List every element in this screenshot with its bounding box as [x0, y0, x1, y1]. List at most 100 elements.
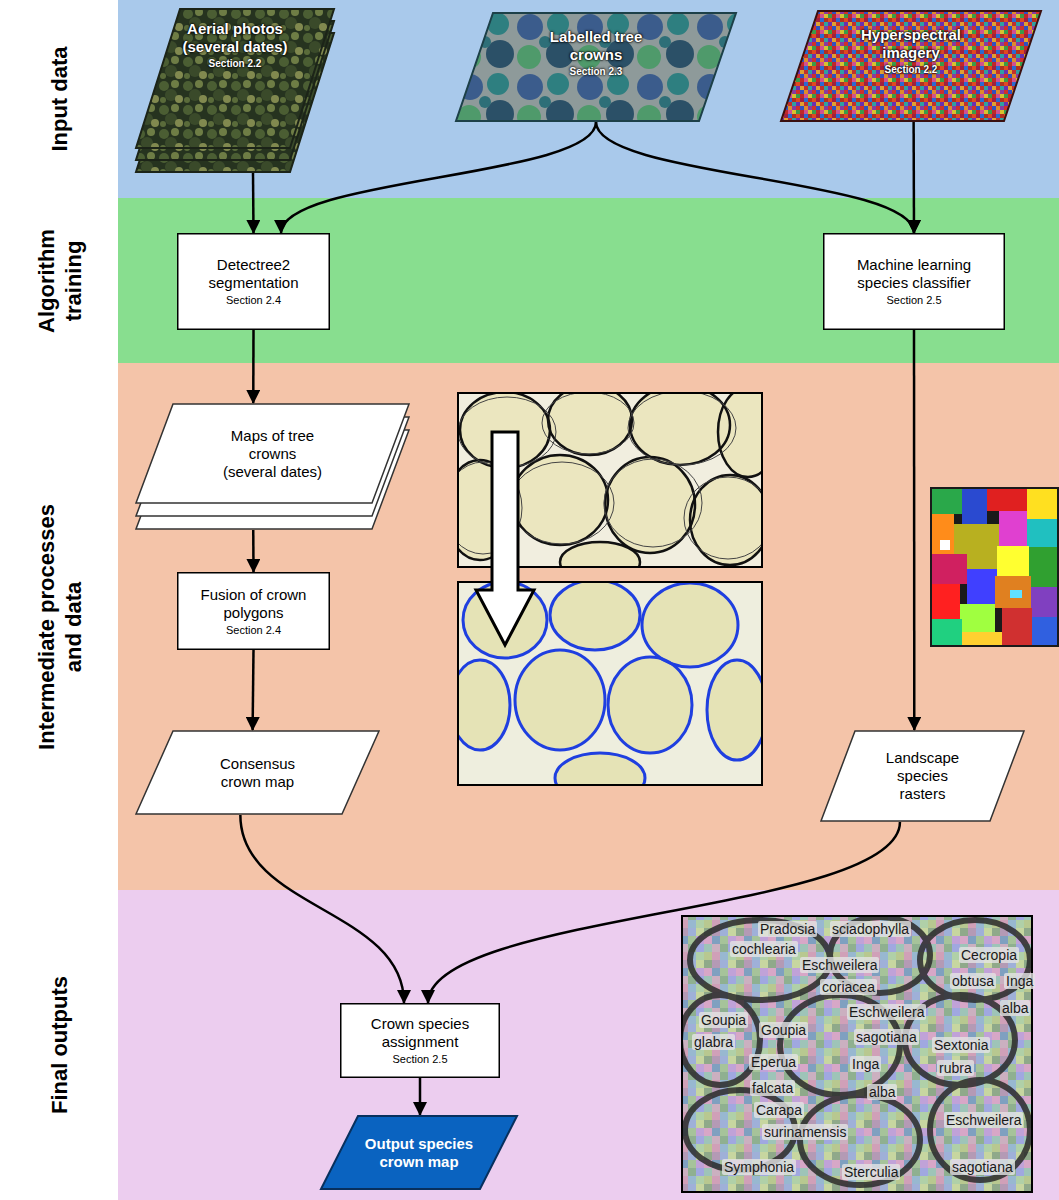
node-title: Output species crown map: [357, 1135, 482, 1171]
label-holder: sagotiana: [950, 1159, 1015, 1175]
process-box: Crown species assignmentSection 2.5: [340, 1003, 500, 1078]
data-parallelogram: Labelled tree crownsSection 2.3: [455, 12, 737, 122]
species-label: Eschweilera: [944, 1112, 1023, 1128]
species-label: Cecropia: [959, 947, 1019, 963]
species-label: Symphonia: [722, 1159, 796, 1175]
lane-heading-holder: Input data: [0, 0, 118, 198]
label-holder: coriacea: [820, 979, 877, 995]
species-label: Sextonia: [932, 1037, 990, 1053]
species-label-layer: PradosiasciadophyllacochleariaEschweiler…: [682, 916, 1032, 1192]
crown-outline: [542, 393, 634, 454]
species-label: Eschweilera: [800, 957, 879, 973]
label-holder: Goupia: [759, 1022, 808, 1038]
species-raster-mosaic: [932, 489, 962, 514]
crown-fill: [642, 583, 738, 667]
crown-outline: [682, 995, 760, 1085]
label-holder: Eschweilera: [847, 1004, 926, 1020]
label-holder: Symphonia: [722, 1159, 796, 1175]
species-raster-mosaic: [997, 546, 1029, 576]
species-label: surinamensis: [762, 1124, 848, 1140]
flow-arrow: [251, 650, 254, 730]
species-raster-mosaic: [932, 554, 967, 584]
crown-outline: [630, 393, 730, 465]
parallelogram-outline: [136, 404, 409, 503]
text-holder: Crown species assignmentSection 2.5: [340, 1007, 500, 1074]
label-holder: sagotiana: [854, 1029, 919, 1045]
species-raster-mosaic: [1010, 590, 1022, 598]
label-holder: alba: [1000, 1000, 1030, 1016]
species-label: Eperua: [749, 1054, 798, 1070]
crown-outline: [458, 660, 510, 750]
crown-fill: [550, 582, 640, 650]
flow-arrow: [252, 530, 255, 572]
text-holder: Fusion of crown polygonsSection 2.4: [177, 578, 330, 645]
data-parallelogram: Landscape species rasters: [820, 730, 1025, 822]
species-label: sagotiana: [854, 1029, 919, 1045]
node-title: Aerial photos (several dates): [174, 20, 296, 56]
flow-arrow: [419, 1078, 422, 1115]
species-raster-mosaic: [1027, 519, 1057, 547]
text-holder: Hyperspectral imagerySection 2.2: [780, 10, 1042, 82]
species-crown-map: [682, 916, 1032, 1192]
label-holder: falcata: [750, 1080, 795, 1096]
crown-outline: [642, 583, 738, 667]
section-ref: Section 2.3: [541, 66, 651, 78]
crown-outline: [800, 1095, 920, 1185]
text-holder: Output species crown map: [320, 1129, 518, 1177]
box-outline: [824, 234, 1005, 330]
species-label: Sterculia: [842, 1164, 900, 1180]
text-holder: Landscape species rasters: [820, 743, 1025, 809]
species-crown-map: [680, 916, 1032, 1192]
node-title: Crown species assignment: [348, 1015, 492, 1051]
flow-arrow: [252, 173, 255, 233]
flow-arrow: [596, 122, 914, 233]
section-ref: Section 2.4: [185, 294, 322, 307]
flow-arrow: [428, 822, 900, 1003]
crown-outline: [608, 657, 692, 753]
label-holder: alba: [867, 1084, 897, 1100]
species-label: cochlearia: [730, 941, 798, 957]
species-raster-mosaic: [987, 489, 1027, 511]
crown-fill: [458, 660, 510, 750]
species-raster-mosaic: [930, 487, 1059, 647]
crown-fill: [707, 660, 762, 760]
node-title: Consensus crown map: [212, 755, 304, 791]
species-raster-mosaic: [932, 584, 960, 619]
section-ref: Section 2.2: [174, 58, 296, 70]
species-label: sagotiana: [950, 1159, 1015, 1175]
data-parallelogram: Output species crown map: [320, 1115, 518, 1190]
lane-heading-holder: Algorithm training: [0, 198, 118, 363]
swimlane-band: Algorithm trainingDetectree2 segmentatio…: [118, 198, 1059, 363]
crown-outline: [510, 462, 614, 544]
species-raster-mosaic: [1029, 547, 1057, 587]
label-holder: Eperua: [749, 1054, 798, 1070]
lane-heading-holder: Final outputs: [0, 890, 118, 1200]
process-box: Detectree2 segmentationSection 2.4: [177, 233, 330, 330]
label-holder: sciadophylla: [830, 921, 911, 937]
crown-outline: [690, 475, 762, 565]
crown-outline: [628, 393, 736, 465]
data-parallelogram: Maps of tree crowns (several dates): [135, 403, 410, 530]
parallelogram-outline: [136, 9, 334, 148]
text-holder: Detectree2 segmentationSection 2.4: [177, 248, 330, 315]
species-raster-mosaic: [932, 514, 954, 554]
species-raster-mosaic: [930, 487, 1059, 647]
species-label: alba: [867, 1084, 897, 1100]
species-label: sciadophylla: [830, 921, 911, 937]
label-holder: Sextonia: [932, 1037, 990, 1053]
species-label: Goupia: [699, 1012, 748, 1028]
species-raster-mosaic: [962, 632, 1002, 645]
data-parallelogram: Hyperspectral imagerySection 2.2: [780, 10, 1042, 122]
section-ref: Section 2.5: [831, 294, 997, 307]
crown-fill: [555, 753, 645, 785]
section-ref: Section 2.5: [348, 1053, 492, 1066]
crown-outline: [555, 753, 645, 785]
label-holder: Cecropia: [959, 947, 1019, 963]
lane-heading: Intermediate processes and data: [32, 487, 86, 767]
label-holder: cochlearia: [730, 941, 798, 957]
species-label: Carapa: [754, 1102, 804, 1118]
label-holder: Eschweilera: [800, 957, 879, 973]
species-raster-mosaic: [999, 511, 1027, 546]
species-raster-mosaic: [1002, 608, 1032, 645]
species-raster-mosaic: [1032, 617, 1057, 645]
